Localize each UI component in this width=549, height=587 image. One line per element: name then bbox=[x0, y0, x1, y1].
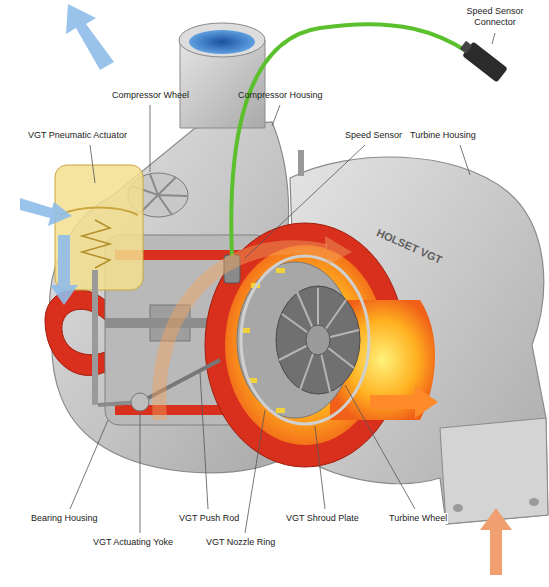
turbine-wheel bbox=[276, 286, 360, 394]
part-label: VGT Push Rod bbox=[178, 513, 240, 524]
leader-line bbox=[140, 413, 141, 533]
outlet-rim bbox=[179, 23, 265, 57]
actuator-spring bbox=[82, 220, 110, 268]
leader-line bbox=[90, 145, 95, 183]
leader-line bbox=[345, 385, 415, 509]
nozzle-vane bbox=[276, 408, 285, 413]
leader-line bbox=[460, 145, 470, 175]
flow-arc bbox=[159, 247, 326, 420]
exhaust-arrow bbox=[370, 386, 438, 418]
turbine-blades bbox=[279, 288, 359, 392]
leader-line bbox=[245, 145, 365, 258]
turbine-hub bbox=[306, 325, 330, 355]
actuating-yoke bbox=[131, 393, 149, 411]
air-flow-arrow bbox=[50, 235, 78, 305]
part-label: Turbine Wheel bbox=[388, 513, 448, 524]
leader-line bbox=[492, 33, 495, 44]
cast-lettering: HOLSET VGT bbox=[374, 226, 444, 267]
turbine-housing bbox=[290, 157, 548, 524]
leader-line bbox=[200, 372, 208, 509]
sensor-connector bbox=[457, 38, 507, 83]
part-label: VGT Nozzle Ring bbox=[205, 537, 276, 548]
actuator-diaphragm bbox=[60, 208, 138, 216]
part-label: VGT Shroud Plate bbox=[285, 513, 360, 524]
leader-line bbox=[315, 426, 325, 509]
shroud-plate bbox=[241, 256, 369, 424]
leader-line bbox=[70, 420, 108, 509]
bolt-hole bbox=[529, 498, 539, 506]
outlet-bore bbox=[189, 30, 255, 54]
part-label: Compressor Wheel bbox=[112, 90, 189, 101]
part-label: Turbine Housing bbox=[410, 130, 476, 141]
leader-line bbox=[245, 410, 265, 533]
part-label: VGT Actuating Yoke bbox=[92, 537, 174, 548]
exhaust-flange bbox=[440, 418, 548, 524]
bolt-hole bbox=[453, 504, 463, 512]
exhaust-inlet-arrow bbox=[480, 508, 512, 575]
air-inlet-arrow bbox=[20, 198, 72, 226]
flow-arc-head bbox=[325, 236, 352, 266]
air-outlet-arrow bbox=[66, 4, 114, 70]
part-label: VGT Pneumatic Actuator bbox=[28, 130, 127, 141]
connector-label: Speed Sensor Connector bbox=[462, 6, 528, 28]
stud bbox=[298, 150, 304, 176]
sensor-cable bbox=[231, 24, 468, 256]
nozzle-vane bbox=[276, 268, 285, 273]
part-label: Bearing Housing bbox=[30, 513, 99, 524]
leader-line bbox=[150, 105, 151, 172]
actuator-rod bbox=[92, 270, 98, 405]
part-label: Compressor Housing bbox=[238, 90, 323, 101]
leader-line bbox=[272, 105, 280, 126]
part-label: Speed Sensor bbox=[345, 130, 402, 141]
connector-boot bbox=[460, 41, 472, 54]
